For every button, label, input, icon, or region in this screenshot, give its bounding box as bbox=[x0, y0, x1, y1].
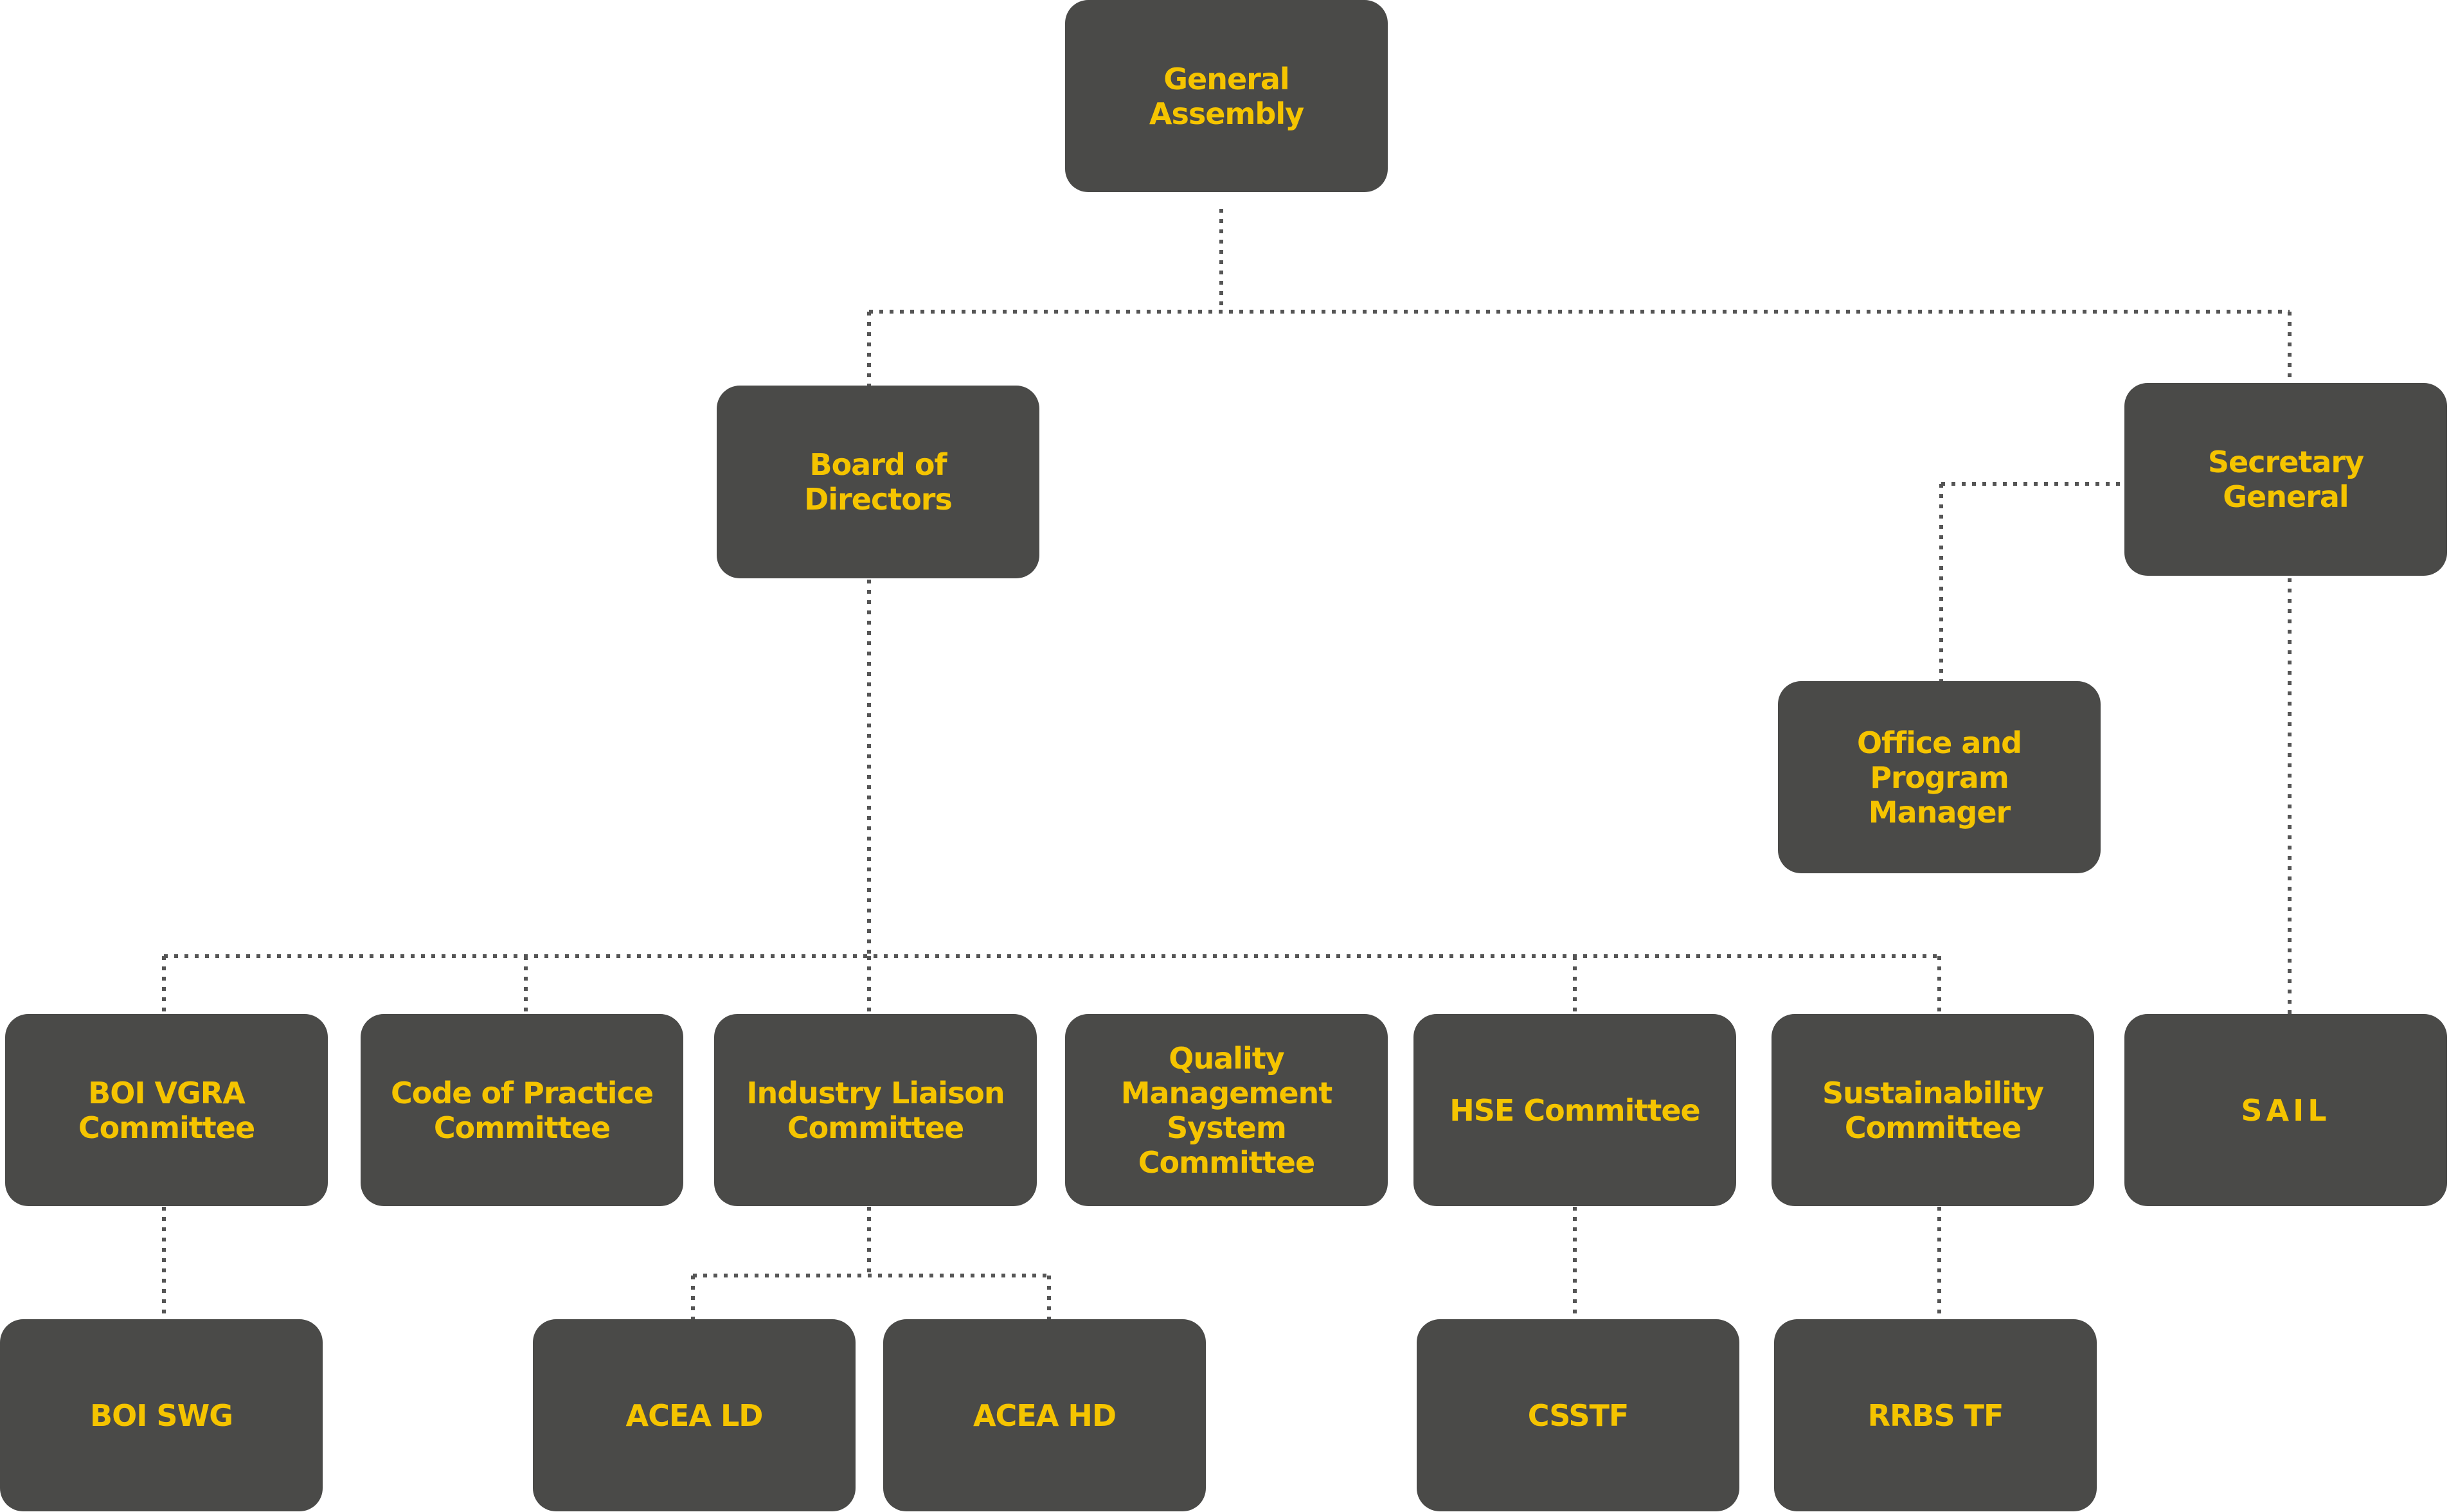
node-csstf: CSSTF bbox=[1417, 1319, 1739, 1511]
node-label: Office and Program Manager bbox=[1856, 725, 2022, 830]
node-label: Industry Liaison Committee bbox=[746, 1075, 1005, 1145]
node-label: BOI SWG bbox=[90, 1398, 233, 1433]
node-hse-committee: HSE Committee bbox=[1413, 1014, 1736, 1206]
node-label: Board of Directors bbox=[804, 447, 953, 517]
node-label: BOI VGRA Committee bbox=[78, 1075, 255, 1145]
node-label: ACEA LD bbox=[625, 1398, 764, 1433]
node-quality-management-committee: Quality Management System Committee bbox=[1065, 1014, 1388, 1206]
node-sustainability-committee: Sustainability Committee bbox=[1772, 1014, 2094, 1206]
node-board-of-directors: Board of Directors bbox=[717, 386, 1039, 578]
node-office-program-manager: Office and Program Manager bbox=[1778, 681, 2101, 873]
node-label: ACEA HD bbox=[973, 1398, 1117, 1433]
node-label: Sustainability Committee bbox=[1822, 1075, 2044, 1145]
node-industry-liaison-committee: Industry Liaison Committee bbox=[714, 1014, 1037, 1206]
node-label: Quality Management System Committee bbox=[1120, 1040, 1333, 1180]
node-acea-hd: ACEA HD bbox=[883, 1319, 1206, 1511]
node-label: General Assembly bbox=[1149, 61, 1304, 131]
node-sail: SAIL bbox=[2124, 1014, 2447, 1206]
node-boi-vgra-committee: BOI VGRA Committee bbox=[5, 1014, 328, 1206]
node-acea-ld: ACEA LD bbox=[533, 1319, 856, 1511]
node-label: CSSTF bbox=[1527, 1398, 1629, 1433]
node-code-of-practice-committee: Code of Practice Committee bbox=[361, 1014, 683, 1206]
node-label: SAIL bbox=[2241, 1092, 2331, 1128]
node-secretary-general: Secretary General bbox=[2124, 383, 2447, 576]
node-rrbs-tf: RRBS TF bbox=[1774, 1319, 2097, 1511]
node-label: Secretary General bbox=[2207, 445, 2364, 514]
node-label: Code of Practice Committee bbox=[390, 1075, 654, 1145]
node-general-assembly: General Assembly bbox=[1065, 0, 1388, 192]
node-boi-swg: BOI SWG bbox=[0, 1319, 323, 1511]
node-label: RRBS TF bbox=[1867, 1398, 2004, 1433]
node-label: HSE Committee bbox=[1449, 1092, 1700, 1128]
